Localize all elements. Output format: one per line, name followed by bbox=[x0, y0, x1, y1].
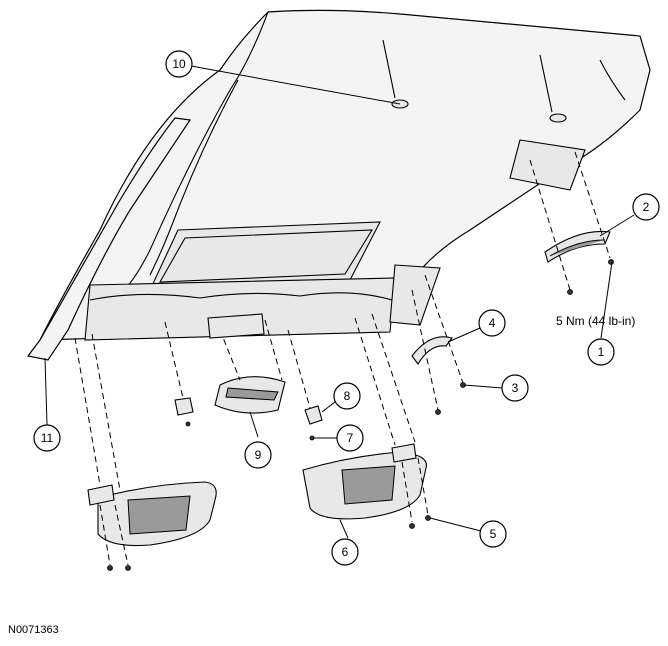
callout-8-label: 8 bbox=[344, 389, 351, 403]
callout-3-label: 3 bbox=[512, 381, 519, 395]
callout-9-label: 9 bbox=[255, 448, 262, 462]
sun-visor-left bbox=[74, 333, 217, 571]
reference-code: N0071363 bbox=[8, 624, 59, 636]
callout-9: 9 bbox=[244, 441, 272, 469]
callout-4: 4 bbox=[478, 309, 506, 337]
headliner-panel bbox=[26, 9, 651, 361]
callout-2-label: 2 bbox=[643, 200, 650, 214]
callout-11: 11 bbox=[33, 424, 61, 452]
torque-spec: 5 Nm (44 lb-in) bbox=[556, 314, 636, 328]
sun-visor-right bbox=[302, 313, 431, 529]
callout-1: 1 bbox=[587, 338, 615, 366]
callout-3: 3 bbox=[501, 374, 529, 402]
callout-1-label: 1 bbox=[598, 345, 605, 359]
callout-2: 2 bbox=[632, 193, 660, 221]
callout-7-label: 7 bbox=[347, 431, 354, 445]
leader-lines bbox=[44, 63, 635, 539]
overhead-console bbox=[207, 313, 286, 414]
callout-8: 8 bbox=[333, 382, 361, 410]
callout-10-label: 10 bbox=[172, 57, 186, 71]
callout-6-label: 6 bbox=[342, 545, 349, 559]
callout-7: 7 bbox=[336, 424, 364, 452]
visor-clips bbox=[164, 321, 323, 441]
grab-handle-rear bbox=[529, 151, 614, 295]
callout-10: 10 bbox=[165, 50, 193, 78]
callout-5-label: 5 bbox=[490, 527, 497, 541]
callout-6: 6 bbox=[331, 538, 359, 566]
callout-5: 5 bbox=[479, 520, 507, 548]
callout-4-label: 4 bbox=[489, 316, 496, 330]
callout-11-label: 11 bbox=[41, 431, 54, 445]
